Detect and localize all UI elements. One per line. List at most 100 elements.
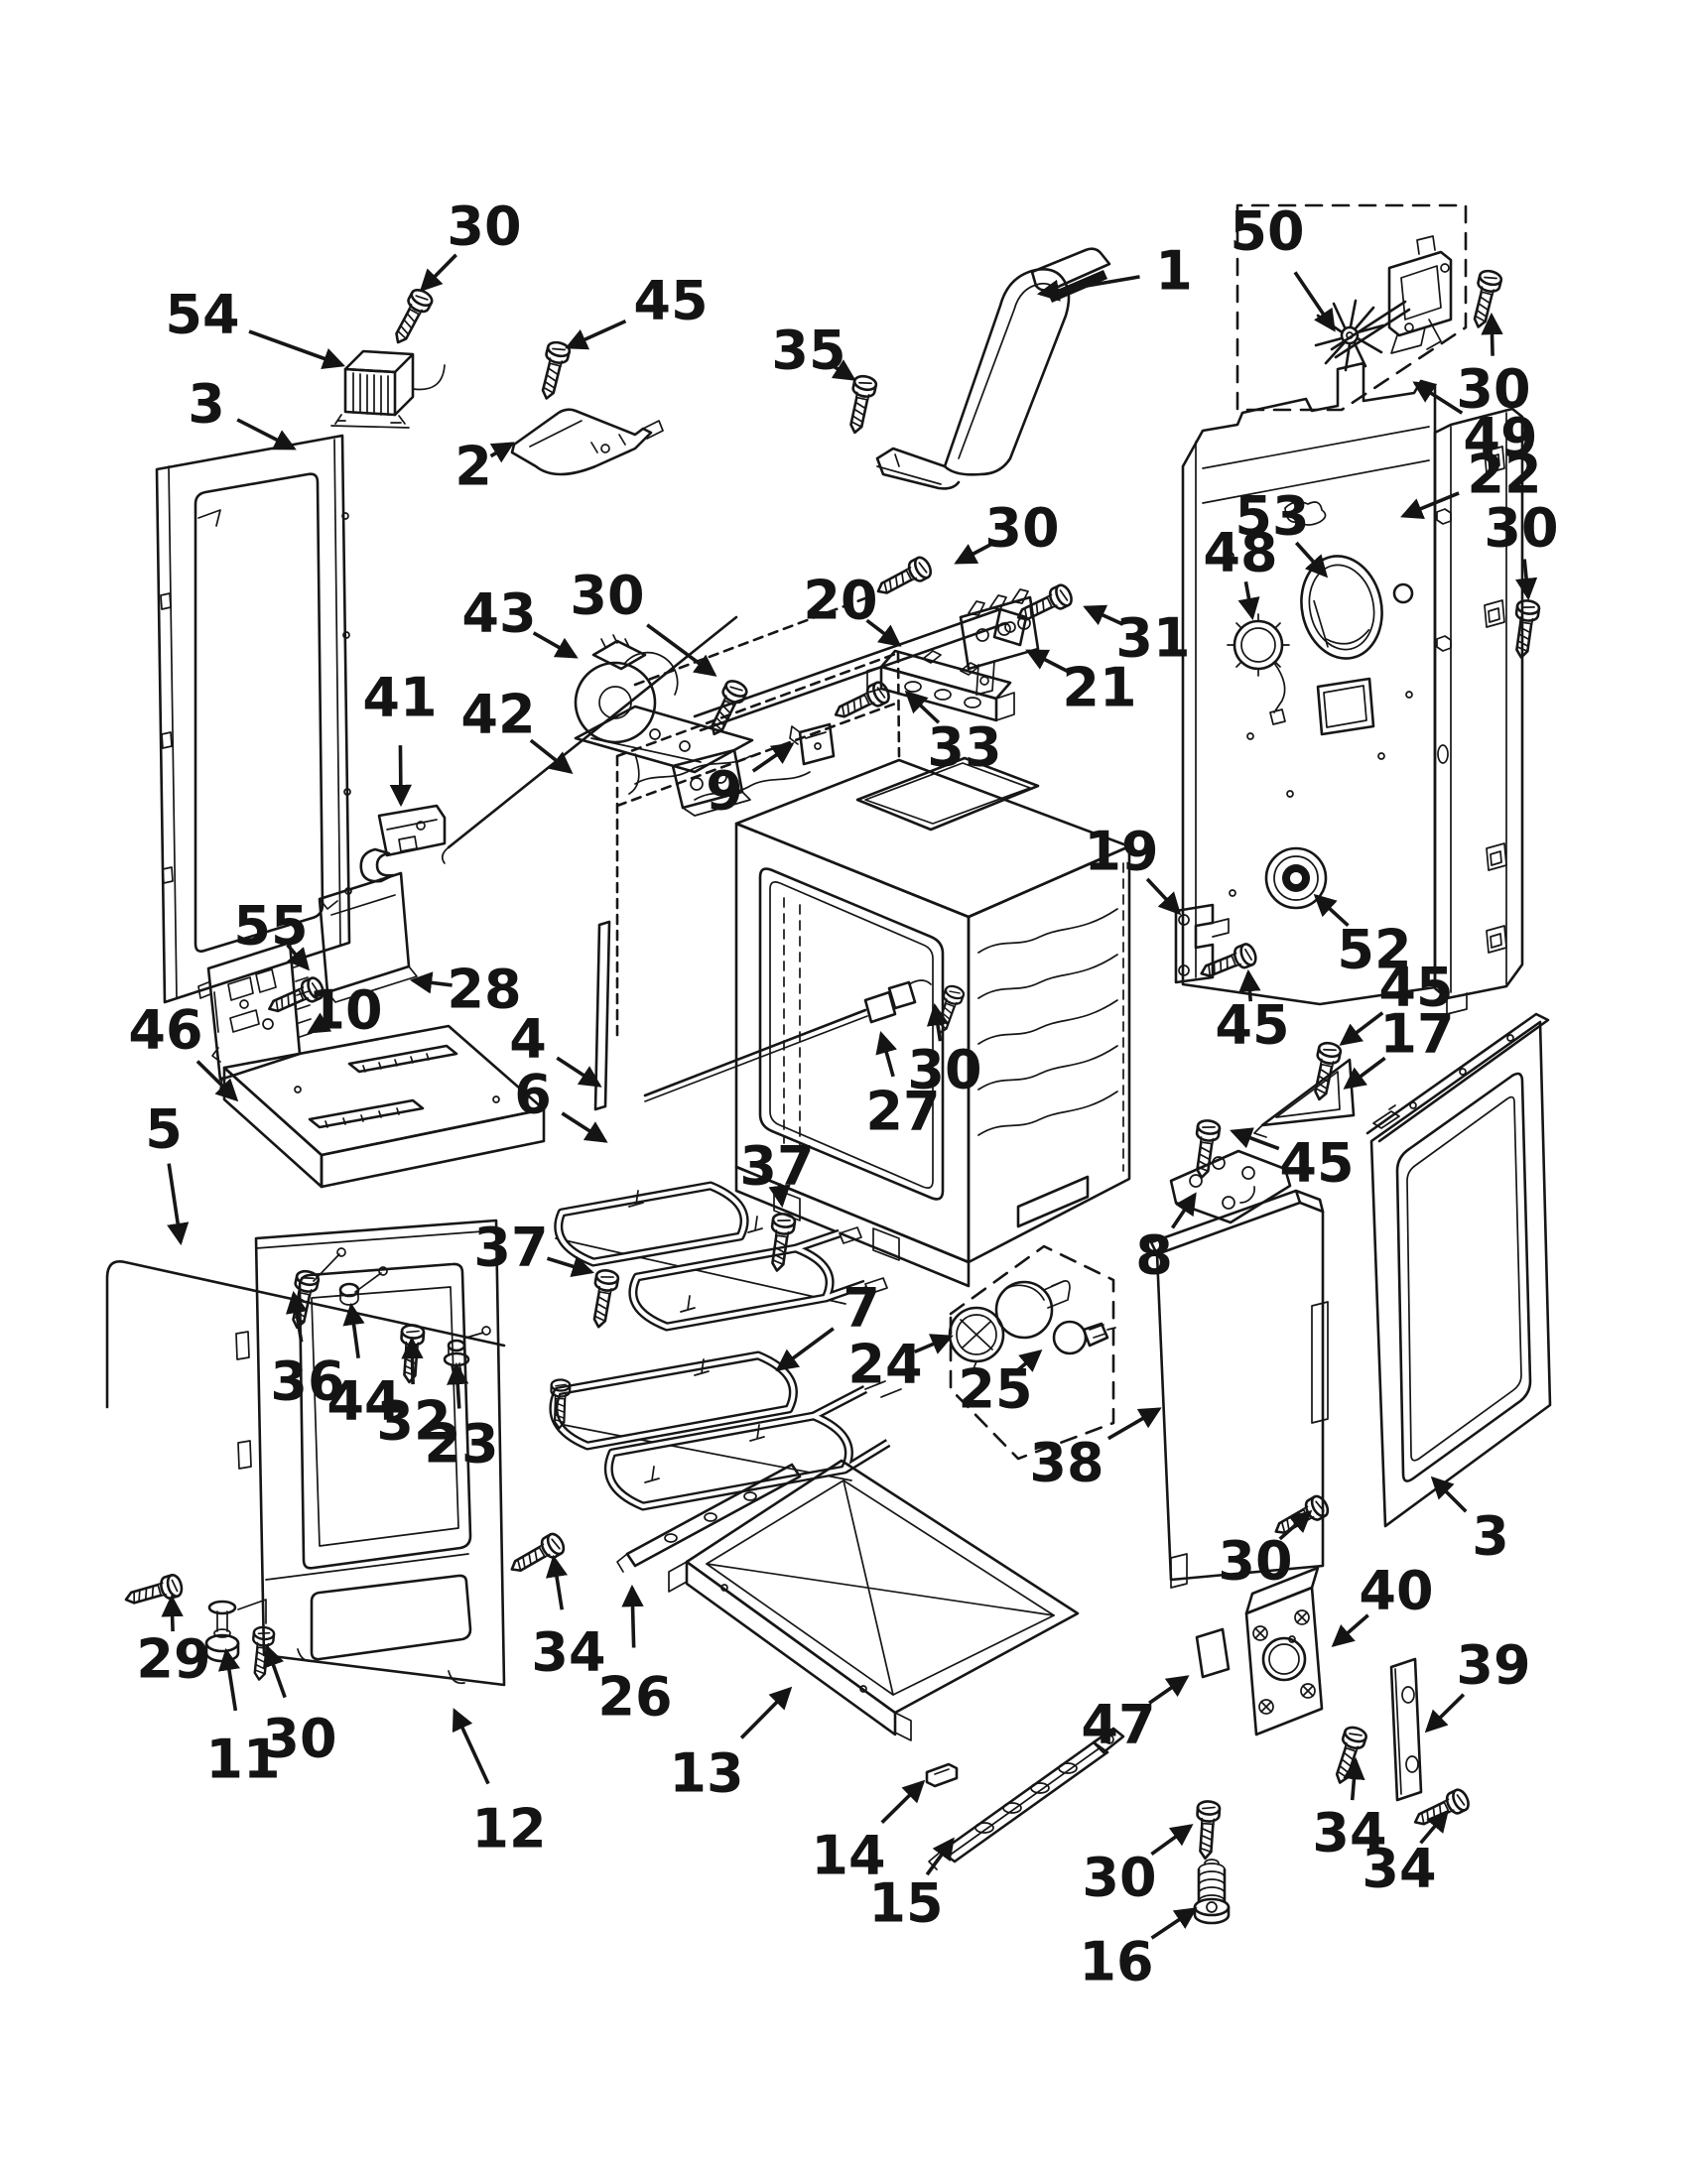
part-number-label: 32 [376,1390,451,1453]
leader-arrow [409,971,453,994]
screw [830,678,893,726]
part-number-label: 28 [447,959,521,1021]
callout-46-31: 46 [128,999,239,1102]
callout-4-33: 4 [509,1008,602,1088]
part-number-label: 34 [531,1621,605,1684]
callout-6-34: 6 [514,1064,608,1143]
part-number-label: 45 [1279,1132,1354,1195]
support-bracket-20 [866,649,1015,722]
callout-27-36: 27 [865,1030,941,1143]
callout-40-64: 40 [1331,1560,1434,1648]
callout-30-52: 30 [262,1644,337,1770]
leader-arrow [161,1594,184,1632]
part-number-label: 10 [308,979,382,1042]
part-number-label: 36 [270,1350,344,1413]
part-number-label: 13 [669,1742,743,1805]
door-latch [1174,903,1230,984]
fan-motor-kit-dashed-box [1235,203,1504,412]
callout-45-27: 45 [1339,957,1454,1046]
callout-30-59: 30 [1082,1824,1194,1909]
leader-arrow [828,359,856,381]
callout-9-21: 9 [706,742,795,823]
part-number-label: 45 [1215,994,1289,1057]
leader-arrow [545,1554,569,1610]
screw [121,1572,186,1611]
callout-34-54: 34 [531,1554,606,1684]
leader-arrow [925,1837,955,1876]
screw [764,1211,798,1274]
part-number-label: 34 [1362,1838,1436,1900]
fan-blade-wheel [1314,299,1385,372]
leader-arrow [1331,1613,1369,1648]
grommet [1264,846,1328,910]
part-number-label: 31 [1115,607,1190,670]
part-number-label: 8 [1135,1224,1173,1287]
leader-arrow [1106,1407,1162,1441]
part-number-label: 27 [865,1081,940,1143]
callout-33-20: 33 [904,690,1002,779]
callout-31-18: 31 [1083,604,1191,670]
callout-42-23: 42 [460,684,574,774]
top-mount-bracket [510,408,664,476]
leader-arrow [1343,1056,1386,1090]
callout-41-22: 41 [362,667,438,808]
side-trim-strip [593,920,611,1111]
leader-arrow [167,1163,190,1246]
leader-arrow [954,542,994,565]
part-number-label: 1 [1155,240,1193,303]
part-number-label: 24 [847,1334,922,1396]
callout-7-42: 7 [775,1277,880,1371]
leader-arrow [1313,893,1350,928]
callout-16-60: 16 [1079,1907,1198,1993]
leader-arrow [248,329,345,369]
part-number-label: 25 [958,1358,1032,1421]
part-number-label: 35 [771,320,845,382]
part-number-label: 9 [706,760,743,823]
callout-25-44: 25 [958,1349,1043,1421]
range-leg-16 [1193,1859,1231,1925]
callout-48-12: 48 [1203,522,1278,621]
callout-30-17: 30 [954,497,1060,565]
clip-9 [789,722,836,766]
leader-arrow [389,745,412,808]
callout-29-50: 29 [136,1594,211,1691]
callout-45-26: 45 [1215,968,1290,1057]
terminal-block [959,588,1040,696]
corner-bracket-17 [1253,1058,1356,1138]
callout-37-41: 37 [473,1217,594,1279]
callout-30-62: 30 [1218,1509,1313,1593]
callout-45-3: 45 [565,270,709,350]
callout-50-7: 50 [1230,200,1336,332]
latch-bracket-41 [359,804,447,883]
oven-door [235,1219,506,1687]
part-number-label: 15 [868,1872,943,1935]
callout-55-29: 55 [233,895,311,971]
leader-arrow [1036,275,1140,302]
leader-arrow [262,1644,287,1699]
part-number-label: 47 [1081,1694,1155,1756]
callout-12-53: 12 [452,1708,547,1861]
part-number-label: 54 [165,284,239,346]
burner-box-tray [211,1024,546,1189]
callout-39-65: 39 [1424,1634,1531,1734]
callout-49-9: 49 [1412,381,1538,469]
callout-26-55: 26 [597,1584,673,1729]
right-side-panel [1365,1012,1552,1528]
leader-arrow [913,1334,954,1354]
callout-3-63: 3 [1430,1476,1509,1568]
part-number-label: 17 [1379,1003,1454,1066]
callout-45-38: 45 [1230,1127,1355,1195]
part-number-label: 55 [233,895,308,958]
leader-arrow [865,618,902,647]
base-pan [668,1459,1080,1741]
leader-arrow [646,623,717,677]
callout-11-51: 11 [205,1647,281,1791]
leader-arrow [1430,1476,1468,1513]
leader-arrow [342,1302,365,1359]
part-number-label: 46 [128,999,202,1062]
oven-vent-opening [1300,555,1383,660]
part-number-label: 21 [1062,657,1136,719]
leader-arrow [1083,604,1124,626]
leader-arrow [1150,1907,1198,1940]
